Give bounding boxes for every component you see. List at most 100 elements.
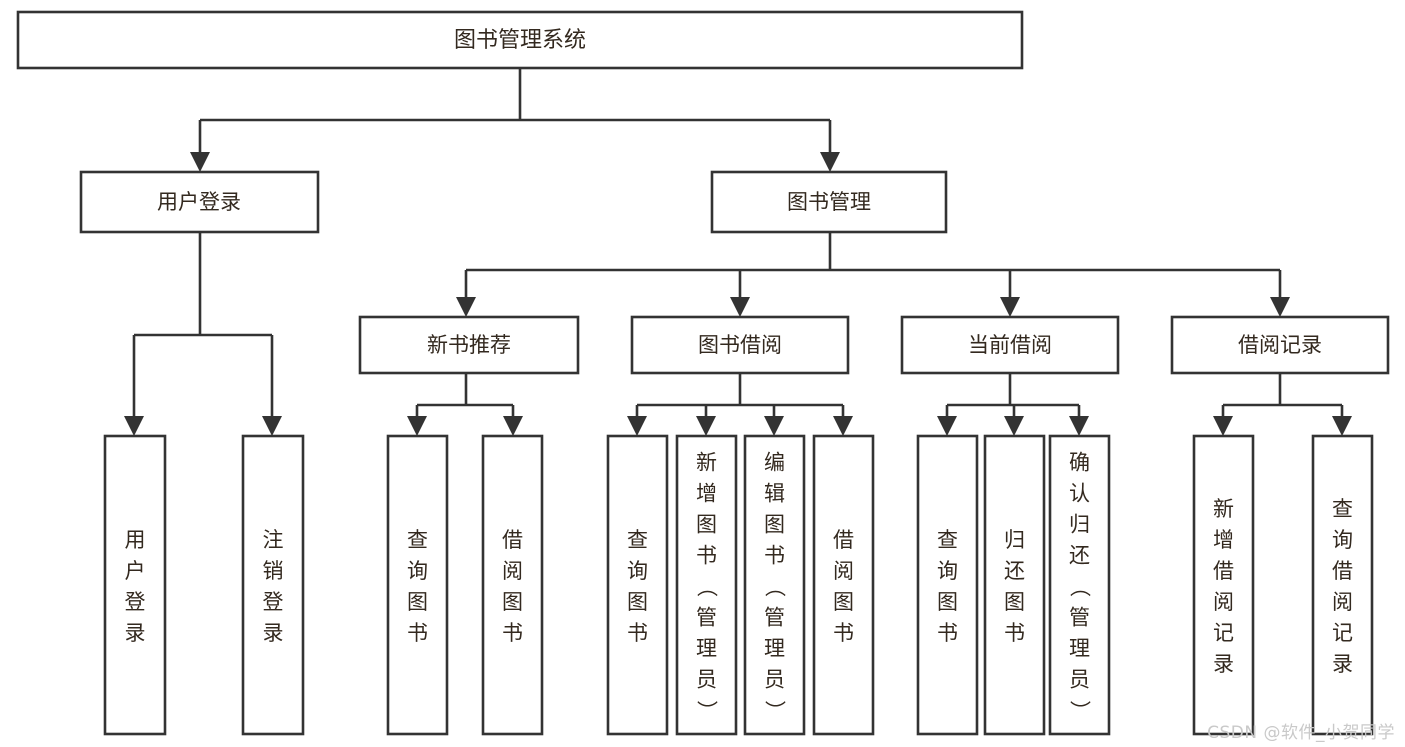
node-book-borrow-box[interactable] xyxy=(630,315,850,375)
svg-text:管: 管 xyxy=(764,606,785,630)
svg-text:记: 记 xyxy=(1213,621,1234,645)
svg-text:）: ） xyxy=(695,700,719,721)
node-book-borrow[interactable]: 图书借阅 xyxy=(630,315,850,375)
arrow-to-book-borrow xyxy=(730,297,750,317)
svg-text:辑: 辑 xyxy=(764,482,785,506)
node-user-login-box[interactable] xyxy=(79,170,320,234)
node-user-login[interactable]: 用户登录 xyxy=(79,170,320,234)
arrow-to-new-book-rec xyxy=(456,297,476,317)
connector-group-root xyxy=(190,68,840,172)
svg-text:还: 还 xyxy=(1004,559,1025,583)
svg-text:（: （ xyxy=(695,576,719,597)
node-current-borrow-box[interactable] xyxy=(900,315,1120,375)
node-borrow-record[interactable]: 借阅记录 xyxy=(1170,315,1390,375)
svg-text:图: 图 xyxy=(1004,590,1025,614)
arrow-to-leaf-return-book xyxy=(1004,416,1024,436)
leaf-add-book-box[interactable] xyxy=(675,434,738,736)
svg-text:增: 增 xyxy=(1213,528,1234,552)
leaf-user-login[interactable]: 用户登录 xyxy=(103,434,167,736)
svg-text:书: 书 xyxy=(937,621,958,645)
node-borrow-record-label: 借阅记录 xyxy=(1238,333,1322,357)
node-book-borrow-label: 图书借阅 xyxy=(698,333,782,357)
leaf-query-book-3-box[interactable] xyxy=(916,434,979,736)
node-book-manage-label: 图书管理 xyxy=(787,190,871,214)
svg-text:理: 理 xyxy=(1069,637,1090,661)
svg-text:图: 图 xyxy=(627,590,648,614)
leaf-query-book-2-box[interactable] xyxy=(606,434,669,736)
leaf-query-record-box[interactable] xyxy=(1311,434,1374,736)
leaf-query-book-1-box[interactable] xyxy=(386,434,449,736)
svg-text:）: ） xyxy=(763,700,787,721)
svg-text:登: 登 xyxy=(125,590,146,614)
svg-text:查: 查 xyxy=(937,528,958,552)
arrow-to-leaf-borrow-book-2 xyxy=(833,416,853,436)
svg-text:阅: 阅 xyxy=(502,559,523,583)
arrow-to-borrow-record xyxy=(1270,297,1290,317)
node-new-book-rec-box[interactable] xyxy=(358,315,580,375)
connector-group-user-login xyxy=(124,232,282,436)
leaf-confirm-return-box[interactable] xyxy=(1048,434,1111,736)
leaf-borrow-book-1-box[interactable] xyxy=(481,434,544,736)
svg-text:员: 员 xyxy=(1069,668,1090,692)
svg-text:借: 借 xyxy=(502,528,523,552)
arrow-to-leaf-query-record xyxy=(1332,416,1352,436)
svg-text:用: 用 xyxy=(125,528,146,552)
svg-text:员: 员 xyxy=(696,668,717,692)
node-book-manage[interactable]: 图书管理 xyxy=(710,170,948,234)
svg-text:借: 借 xyxy=(1213,559,1234,583)
node-current-borrow[interactable]: 当前借阅 xyxy=(900,315,1120,375)
svg-text:书: 书 xyxy=(833,621,854,645)
svg-text:图: 图 xyxy=(696,513,717,537)
node-root[interactable]: 图书管理系统 xyxy=(16,10,1024,70)
svg-text:询: 询 xyxy=(627,559,648,583)
svg-text:书: 书 xyxy=(764,544,785,568)
svg-text:图: 图 xyxy=(502,590,523,614)
svg-text:查: 查 xyxy=(1332,497,1353,521)
leaf-add-record-box[interactable] xyxy=(1192,434,1255,736)
node-book-manage-box[interactable] xyxy=(710,170,948,234)
node-root-label: 图书管理系统 xyxy=(454,28,586,53)
node-borrow-record-box[interactable] xyxy=(1170,315,1390,375)
svg-text:确: 确 xyxy=(1069,451,1090,475)
leaf-logout-box[interactable] xyxy=(241,434,305,736)
leaf-user-login-box[interactable] xyxy=(103,434,167,736)
svg-text:编: 编 xyxy=(764,451,785,475)
svg-text:员: 员 xyxy=(764,668,785,692)
svg-text:理: 理 xyxy=(696,637,717,661)
arrow-to-leaf-confirm-return xyxy=(1069,416,1089,436)
svg-text:询: 询 xyxy=(407,559,428,583)
leaf-edit-book-box[interactable] xyxy=(743,434,806,736)
leaf-borrow-book-2-box[interactable] xyxy=(812,434,875,736)
svg-text:销: 销 xyxy=(263,559,284,583)
arrow-to-leaf-query-book-3 xyxy=(937,416,957,436)
arrow-to-book-manage xyxy=(820,152,840,172)
connector-group-current-borrow xyxy=(937,373,1089,436)
svg-text:增: 增 xyxy=(696,482,717,506)
leaf-return-book-box[interactable] xyxy=(983,434,1046,736)
node-new-book-rec[interactable]: 新书推荐 xyxy=(358,315,580,375)
svg-text:图: 图 xyxy=(764,513,785,537)
svg-text:管: 管 xyxy=(696,606,717,630)
node-root-box[interactable] xyxy=(16,10,1024,70)
connector-group-new-book-rec xyxy=(407,373,523,436)
